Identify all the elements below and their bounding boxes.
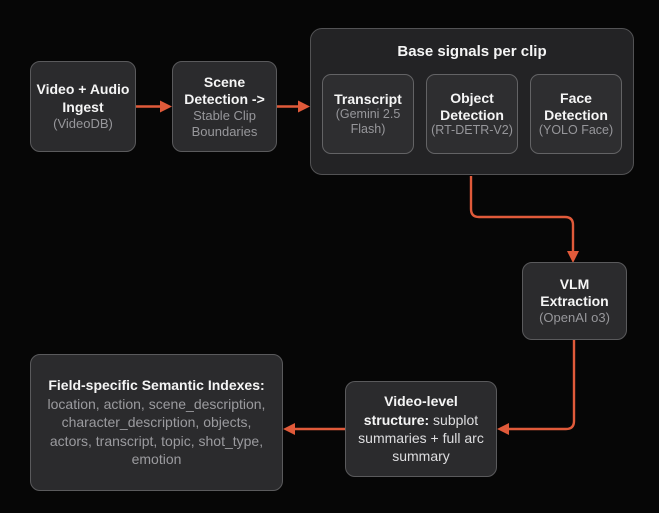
node-video-level-structure: Video-level structure: subplot summaries… <box>345 381 497 477</box>
node-text-rest: subplot summaries + full arc summary <box>358 411 484 465</box>
node-vlm-extraction: VLM Extraction (OpenAI o3) <box>522 262 627 340</box>
node-text-bold: Video-level structure: <box>363 393 458 428</box>
node-transcript: Transcript (Gemini 2.5 Flash) <box>322 74 414 154</box>
edge-base-signals-to-vlm <box>469 176 579 263</box>
node-title: VLM Extraction <box>540 275 609 310</box>
node-text-bold: Field-specific Semantic Indexes: <box>48 377 265 394</box>
arrowhead-right-icon <box>298 100 310 113</box>
node-title: Video + Audio Ingest <box>36 81 130 115</box>
node-subtitle: (RT-DETR-V2) <box>431 123 513 138</box>
node-title: Transcript <box>334 90 402 107</box>
node-video-audio-ingest: Video + Audio Ingest (VideoDB) <box>30 61 136 152</box>
node-title: Face Detection <box>544 89 608 123</box>
node-text: Field-specific Semantic Indexes: locatio… <box>44 376 269 468</box>
node-subtitle: (YOLO Face) <box>538 123 614 138</box>
node-scene-detection: Scene Detection -> Stable Clip Boundarie… <box>172 61 277 152</box>
arrowhead-left-icon <box>283 423 295 435</box>
node-subtitle: (OpenAI o3) <box>539 310 610 326</box>
node-face-detection: Face Detection (YOLO Face) <box>530 74 622 154</box>
node-field-specific-semantic-indexes: Field-specific Semantic Indexes: locatio… <box>30 354 283 491</box>
edge-vlm-to-video-level <box>497 340 576 435</box>
node-title: Object Detection <box>440 89 504 123</box>
group-title: Base signals per clip <box>397 43 547 60</box>
edge-ingest-to-scene <box>136 100 172 113</box>
edge-scene-to-base-signals <box>277 100 310 113</box>
node-subtitle: Stable Clip Boundaries <box>191 107 258 139</box>
node-subtitle: (VideoDB) <box>53 115 113 131</box>
node-object-detection: Object Detection (RT-DETR-V2) <box>426 74 518 154</box>
node-title: Scene Detection -> <box>184 73 265 107</box>
arrowhead-right-icon <box>160 100 172 113</box>
node-subtitle: (Gemini 2.5 Flash) <box>335 107 401 137</box>
node-text-rest: location, action, scene_description, cha… <box>47 395 266 468</box>
arrowhead-left-icon <box>497 423 509 435</box>
group-base-signals-per-clip: Base signals per clip Transcript (Gemini… <box>310 28 634 175</box>
edge-video-level-to-field-indexes <box>283 423 345 435</box>
node-text: Video-level structure: subplot summaries… <box>357 392 485 466</box>
